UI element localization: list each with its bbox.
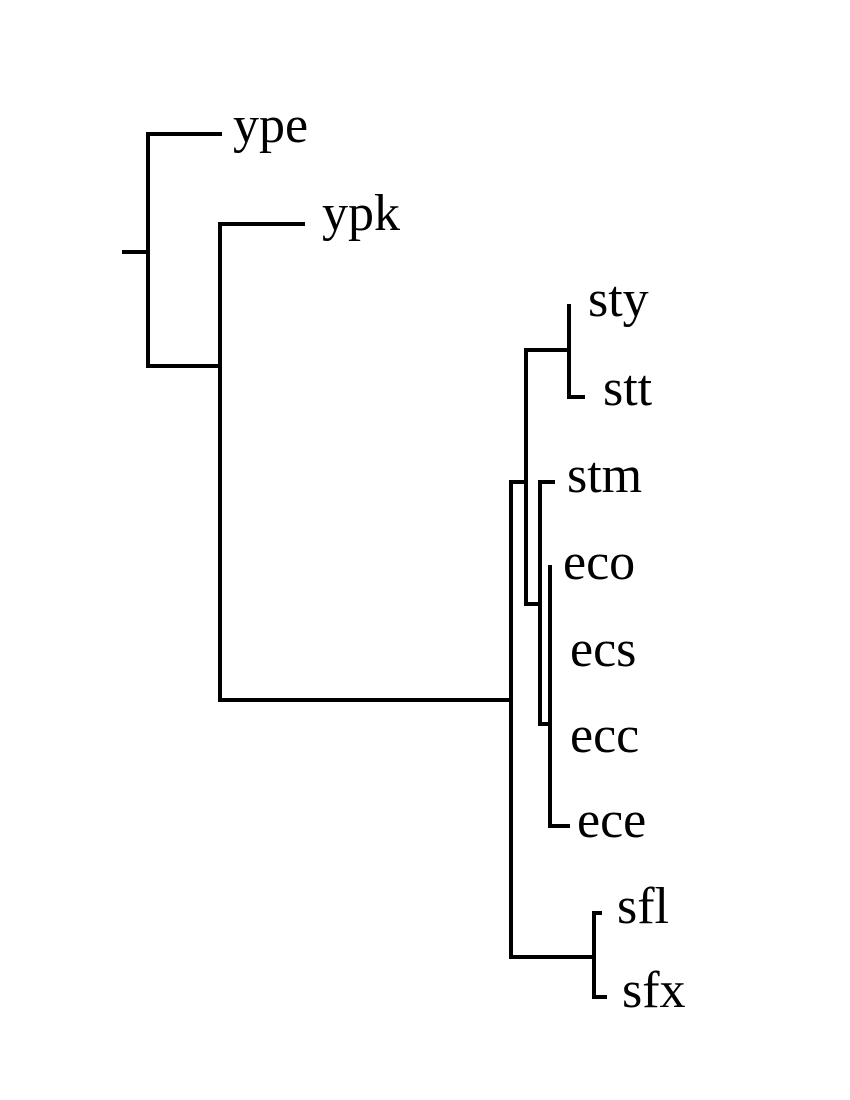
leaf-label-ece: ece (577, 792, 646, 849)
leaf-label-ype: ype (233, 97, 308, 154)
leaf-labels: ype ypk sty stt stm eco ecs ecc ece sfl … (233, 97, 686, 1019)
leaf-label-stt: stt (603, 360, 653, 417)
leaf-label-sty: sty (588, 271, 649, 328)
leaf-label-ecc: ecc (570, 707, 639, 764)
leaf-label-sfx: sfx (622, 962, 686, 1019)
leaf-label-stm: stm (567, 447, 642, 504)
leaf-label-sfl: sfl (617, 878, 669, 935)
leaf-label-eco: eco (563, 534, 635, 591)
leaf-label-ecs: ecs (570, 621, 636, 678)
leaf-label-ypk: ypk (322, 185, 400, 242)
branches (122, 132, 607, 999)
